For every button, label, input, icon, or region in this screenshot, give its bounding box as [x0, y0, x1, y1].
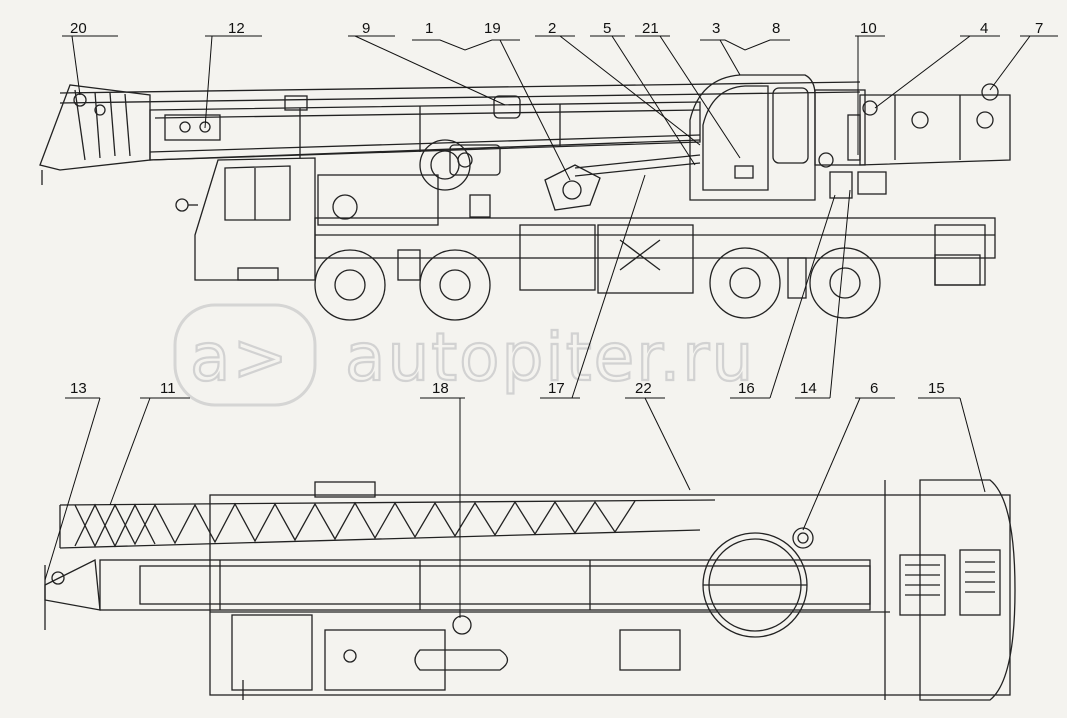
turntable [414, 527, 814, 671]
boom-head [39, 84, 151, 185]
callout-22: 22 [635, 380, 652, 397]
callout-3: 3 [712, 20, 720, 37]
wheels [314, 247, 881, 321]
callout-11: 11 [160, 380, 176, 397]
callout-8: 8 [772, 20, 780, 37]
callout-12: 12 [228, 20, 245, 37]
chassis-frame [314, 174, 996, 294]
watermark: a> autopiter.ru [173, 303, 755, 407]
callout-13: 13 [70, 380, 87, 397]
callout-1: 1 [425, 20, 433, 37]
side-view [39, 74, 1011, 321]
carrier-top [209, 479, 1016, 701]
counterweight [814, 83, 1011, 199]
carrier-cab [175, 157, 316, 281]
callout-17: 17 [548, 380, 565, 397]
callout-21: 21 [642, 20, 659, 37]
callout-15: 15 [928, 380, 945, 397]
watermark-logo: a> [190, 319, 290, 396]
callouts [44, 35, 1058, 618]
watermark-text: autopiter.ru [345, 319, 755, 396]
callout-10: 10 [860, 20, 877, 37]
callout-9: 9 [362, 20, 370, 37]
callout-4: 4 [980, 20, 988, 37]
telescopic-boom [59, 81, 861, 161]
winch [419, 139, 501, 191]
callout-20: 20 [70, 20, 87, 37]
callout-16: 16 [738, 380, 755, 397]
lattice-jib [59, 499, 716, 549]
callout-labels: 20 12 9 1 19 2 5 21 3 8 10 4 7 13 11 18 … [70, 20, 1043, 397]
luffing-cylinder [544, 154, 701, 211]
callout-5: 5 [603, 20, 611, 37]
top-view [44, 479, 1016, 701]
boom-top [44, 558, 871, 630]
callout-14: 14 [800, 380, 817, 397]
counterweight-top [899, 549, 1001, 616]
callout-2: 2 [548, 20, 556, 37]
callout-6: 6 [870, 380, 878, 397]
callout-18: 18 [432, 380, 449, 397]
callout-7: 7 [1035, 20, 1043, 37]
callout-19: 19 [484, 20, 501, 37]
